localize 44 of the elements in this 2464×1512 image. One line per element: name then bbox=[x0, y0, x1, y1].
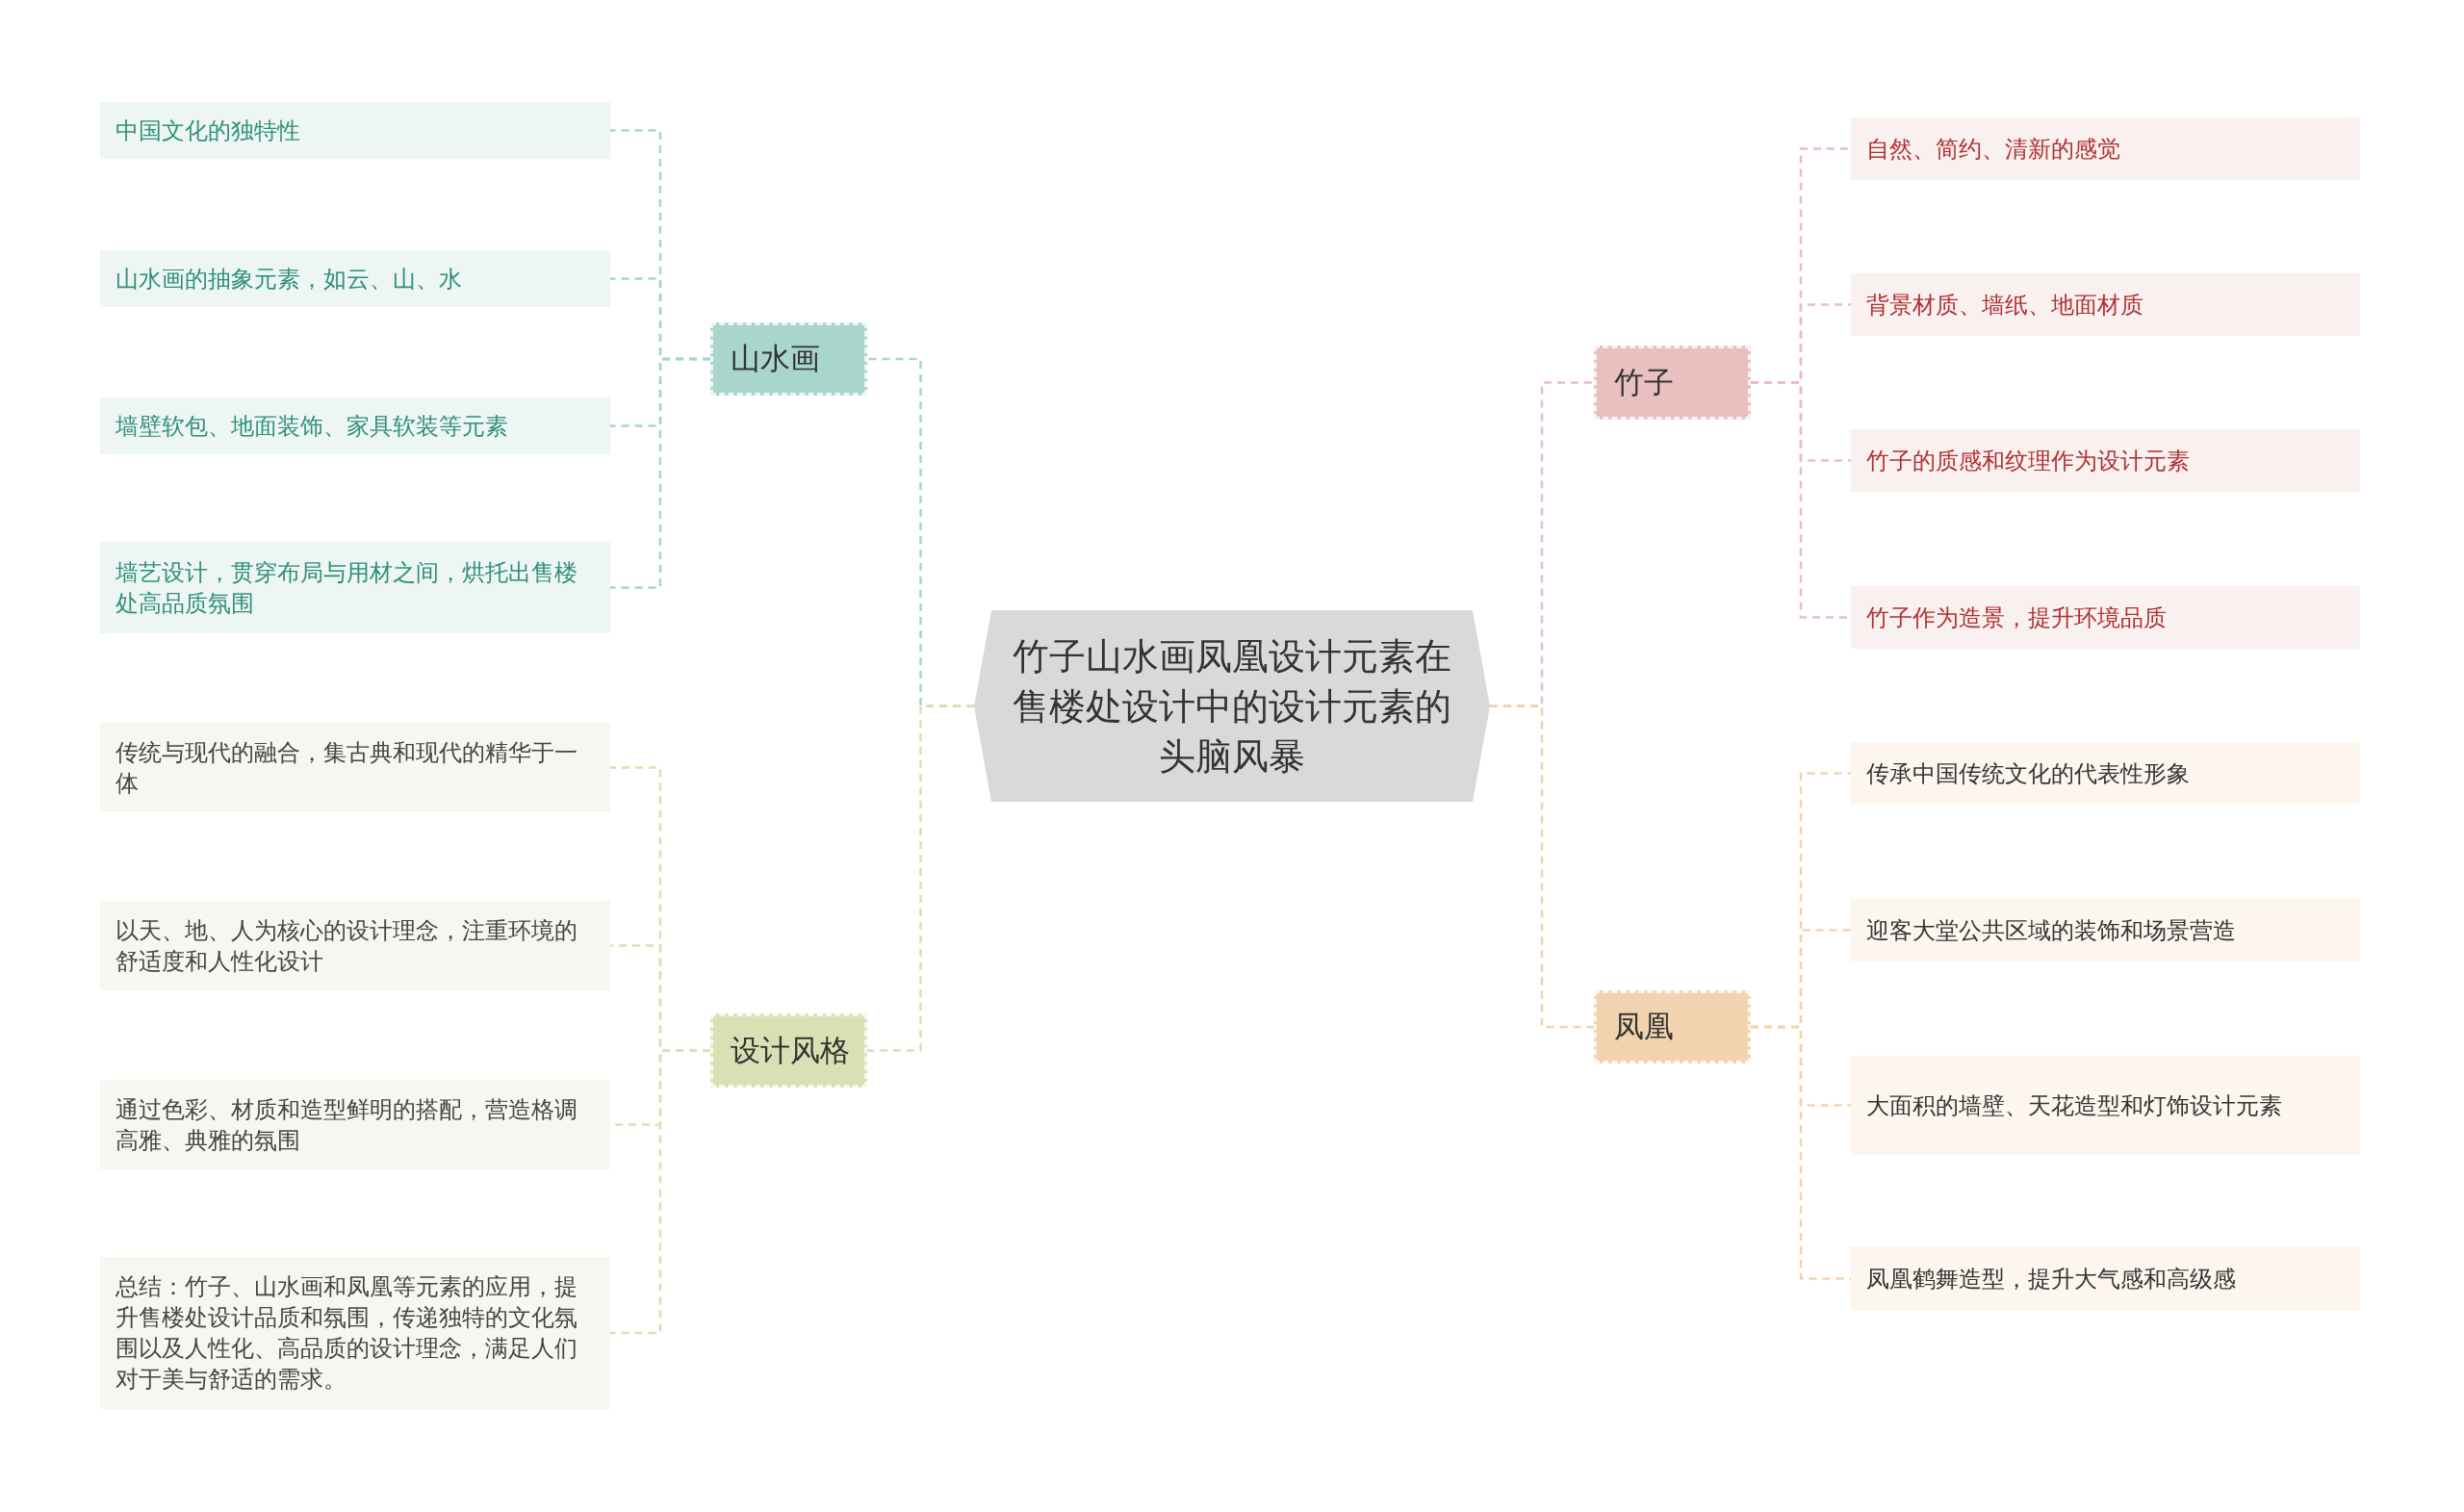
node-text: 凤凰 bbox=[1614, 1008, 1674, 1045]
leaf-box bbox=[100, 397, 610, 454]
node-text: 传统与现代的融合，集古典和现代的精华于一体 bbox=[116, 737, 578, 799]
node-text: 自然、简约、清新的感觉 bbox=[1866, 134, 2120, 165]
leaf-box bbox=[1851, 742, 2360, 805]
node-text: 通过色彩、材质和造型鲜明的搭配，营造格调高雅、典雅的氛围 bbox=[116, 1094, 578, 1156]
connector-line bbox=[1751, 1025, 1851, 1280]
node-text: 墙艺设计，贯穿布局与用材之间，烘托出售楼处高品质氛围 bbox=[116, 557, 578, 619]
node-text: 墙壁软包、地面装饰、家具软装等元素 bbox=[116, 411, 508, 442]
node-text: 竹子的质感和纹理作为设计元素 bbox=[1866, 446, 2190, 476]
leaf-box bbox=[100, 542, 610, 633]
leaf-box bbox=[1851, 1056, 2360, 1155]
leaf-box bbox=[100, 723, 610, 812]
node-text: 竹子作为造景，提升环境品质 bbox=[1866, 602, 2167, 633]
leaf-box bbox=[1851, 1246, 2360, 1311]
leaf-box bbox=[1851, 429, 2360, 492]
node-text: 山水画 bbox=[731, 340, 820, 377]
node-text: 传承中国传统文化的代表性形象 bbox=[1866, 758, 2190, 789]
branch-box bbox=[1594, 346, 1751, 420]
connector-line bbox=[610, 357, 710, 589]
leaf-box bbox=[100, 102, 610, 159]
node-text: 大面积的墙壁、天花造型和灯饰设计元素 bbox=[1866, 1090, 2282, 1121]
leaf-box bbox=[1851, 899, 2360, 961]
leaf-box bbox=[100, 901, 610, 990]
node-text: 山水画的抽象元素，如云、山、水 bbox=[116, 264, 462, 295]
branch-box bbox=[710, 1013, 867, 1088]
topic-hexagon bbox=[974, 610, 1490, 802]
leaf-box bbox=[100, 1257, 610, 1409]
node-text: 背景材质、墙纸、地面材质 bbox=[1866, 290, 2143, 320]
branch-box bbox=[1594, 990, 1751, 1064]
node-text: 竹子山水画凤凰设计元素在售楼处设计中的设计元素的头脑风暴 bbox=[1012, 633, 1452, 780]
connector-line bbox=[610, 1049, 710, 1335]
connector-line bbox=[867, 705, 974, 1052]
connector-line bbox=[1490, 705, 1594, 1029]
leaf-box bbox=[1851, 273, 2360, 336]
node-text: 中国文化的独特性 bbox=[116, 115, 300, 146]
branch-box bbox=[710, 322, 867, 396]
node-text: 设计风格 bbox=[731, 1031, 850, 1069]
leaf-box bbox=[100, 250, 610, 307]
node-text: 以天、地、人为核心的设计理念，注重环境的舒适度和人性化设计 bbox=[116, 915, 578, 977]
node-text: 凤凰鹤舞造型，提升大气感和高级感 bbox=[1866, 1264, 2236, 1294]
node-text: 总结：竹子、山水画和凤凰等元素的应用，提升售楼处设计品质和氛围，传递独特的文化氛围以及人性化、高品质的设计理念，满足人们对于美与舒适的需求。 bbox=[116, 1272, 578, 1395]
node-text: 竹子 bbox=[1614, 363, 1674, 401]
node-text: 迎客大堂公共区域的装饰和场景营造 bbox=[1866, 915, 2236, 946]
